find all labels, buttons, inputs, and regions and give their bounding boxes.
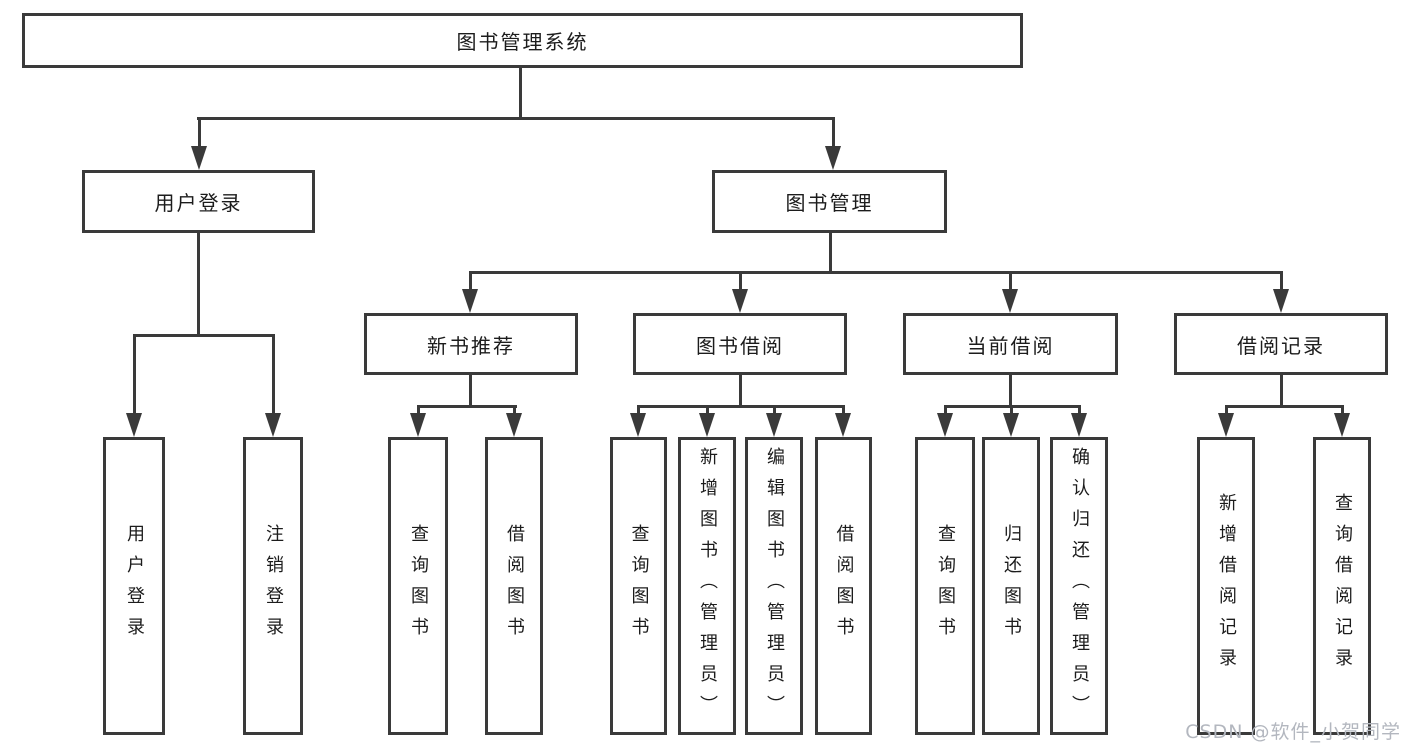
- arrow-down-icon: [766, 413, 782, 437]
- leaf-query-book-current: 查询图书: [915, 437, 975, 735]
- leaf-label: 借阅图书: [833, 524, 855, 648]
- connector-vline: [417, 405, 420, 419]
- connector-vline: [842, 405, 845, 419]
- leaf-label: 确认归还（管理员）: [1069, 446, 1090, 726]
- connector-hline: [133, 334, 275, 337]
- connector-hline: [469, 271, 1283, 274]
- connector-vline: [1341, 405, 1344, 419]
- node-library-management-system: 图书管理系统: [22, 13, 1023, 68]
- arrow-down-icon: [937, 413, 953, 437]
- leaf-borrow-book-recommend: 借阅图书: [485, 437, 543, 735]
- connector-vline: [1010, 405, 1013, 419]
- arrow-down-icon: [835, 413, 851, 437]
- connector-vline: [1280, 271, 1283, 295]
- connector-vline: [739, 271, 742, 295]
- connector-hline: [637, 405, 845, 408]
- arrow-down-icon: [1003, 413, 1019, 437]
- leaf-logout: 注销登录: [243, 437, 303, 735]
- leaf-label: 借阅图书: [504, 524, 525, 648]
- connector-vline: [773, 405, 776, 419]
- leaf-confirm-return-admin: 确认归还（管理员）: [1050, 437, 1108, 735]
- connector-vline: [133, 334, 136, 417]
- node-new-book-recommend: 新书推荐: [364, 313, 578, 375]
- connector-vline: [944, 405, 947, 419]
- leaf-add-borrow-record: 新增借阅记录: [1197, 437, 1255, 735]
- connector-vline: [1225, 405, 1228, 419]
- leaf-label: 查询图书: [408, 524, 429, 648]
- arrow-down-icon: [732, 289, 748, 313]
- arrow-down-icon: [630, 413, 646, 437]
- node-user-login: 用户登录: [82, 170, 315, 233]
- arrow-down-icon: [825, 146, 841, 170]
- arrow-down-icon: [506, 413, 522, 437]
- leaf-label: 编辑图书（管理员）: [764, 446, 785, 726]
- leaf-query-book-recommend: 查询图书: [388, 437, 448, 735]
- leaf-label: 新增借阅记录: [1216, 493, 1237, 679]
- arrow-down-icon: [1218, 413, 1234, 437]
- connector-vline: [1009, 375, 1012, 408]
- leaf-query-book-borrow: 查询图书: [610, 437, 667, 735]
- leaf-query-borrow-record: 查询借阅记录: [1313, 437, 1371, 735]
- leaf-user-login: 用户登录: [103, 437, 165, 735]
- arrow-down-icon: [1002, 289, 1018, 313]
- csdn-watermark: CSDN @软件_小贺同学: [1185, 721, 1401, 743]
- arrow-down-icon: [699, 413, 715, 437]
- arrow-down-icon: [410, 413, 426, 437]
- node-current-borrow: 当前借阅: [903, 313, 1118, 375]
- connector-vline: [1009, 271, 1012, 295]
- node-book-borrow: 图书借阅: [633, 313, 847, 375]
- connector-vline: [469, 375, 472, 408]
- leaf-label: 用户登录: [124, 524, 145, 648]
- connector-vline: [1280, 375, 1283, 408]
- leaf-label: 归还图书: [1001, 524, 1022, 648]
- connector-vline: [637, 405, 640, 419]
- leaf-label: 查询图书: [935, 524, 956, 648]
- connector-vline: [513, 405, 516, 419]
- leaf-label: 新增图书（管理员）: [697, 446, 718, 726]
- leaf-edit-book-admin: 编辑图书（管理员）: [745, 437, 803, 735]
- arrow-down-icon: [1071, 413, 1087, 437]
- arrow-down-icon: [191, 146, 207, 170]
- connector-vline: [706, 405, 709, 419]
- arrow-down-icon: [265, 413, 281, 437]
- node-borrow-records: 借阅记录: [1174, 313, 1388, 375]
- leaf-label: 查询借阅记录: [1332, 493, 1353, 679]
- connector-vline: [829, 233, 832, 274]
- connector-vline: [198, 117, 201, 150]
- connector-hline: [197, 117, 835, 120]
- leaf-return-book: 归还图书: [982, 437, 1040, 735]
- node-book-management: 图书管理: [712, 170, 947, 233]
- arrow-down-icon: [1273, 289, 1289, 313]
- connector-vline: [1078, 405, 1081, 419]
- leaf-label: 查询图书: [628, 524, 650, 648]
- leaf-add-book-admin: 新增图书（管理员）: [678, 437, 736, 735]
- connector-vline: [272, 334, 275, 417]
- connector-vline: [739, 375, 742, 408]
- arrow-down-icon: [1334, 413, 1350, 437]
- connector-hline: [417, 405, 517, 408]
- arrow-down-icon: [462, 289, 478, 313]
- connector-vline: [832, 117, 835, 150]
- leaf-borrow-book: 借阅图书: [815, 437, 872, 735]
- connector-vline: [519, 68, 522, 119]
- connector-vline: [469, 271, 472, 295]
- leaf-label: 注销登录: [263, 524, 284, 648]
- connector-vline: [197, 233, 200, 337]
- connector-hline: [1225, 405, 1343, 408]
- arrow-down-icon: [126, 413, 142, 437]
